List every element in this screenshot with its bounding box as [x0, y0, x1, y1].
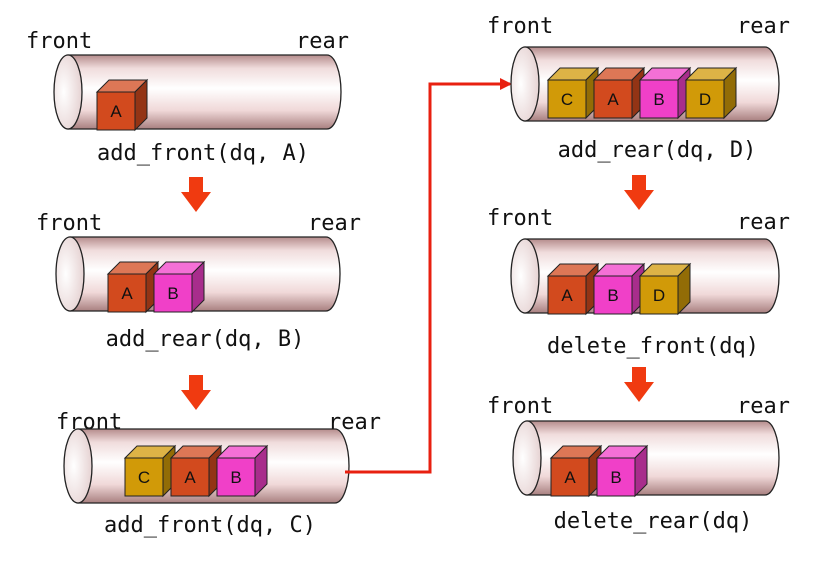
item-cube-b: B [592, 262, 646, 316]
front-label: front [36, 211, 102, 236]
step4-panel: front rear C A B D add_rear(dq, D) [487, 14, 790, 163]
down-arrow [181, 375, 211, 410]
operation-label: delete_rear(dq) [554, 509, 753, 534]
rear-label: rear [737, 394, 790, 419]
step1-panel: front rear A add_front(dq, A) [26, 29, 349, 166]
item-cube-b: B [215, 444, 269, 498]
flow-connector-arrow [345, 78, 512, 474]
item-letter: B [167, 284, 178, 303]
front-label: front [487, 14, 553, 39]
down-arrow [624, 175, 654, 210]
operation-label: delete_front(dq) [547, 334, 759, 359]
item-cube-b: B [152, 260, 206, 314]
item-letter: A [564, 468, 576, 487]
rear-label: rear [296, 29, 349, 54]
front-label: front [26, 29, 92, 54]
front-label: front [487, 206, 553, 231]
rear-label: rear [737, 14, 790, 39]
item-letter: C [561, 90, 573, 109]
item-letter: D [653, 286, 665, 305]
item-letter: A [561, 286, 573, 305]
item-letter: A [184, 468, 196, 487]
item-cube-a: A [546, 262, 600, 316]
item-letter: A [121, 284, 133, 303]
item-cube-d: D [684, 66, 738, 120]
item-cube-a: A [106, 260, 160, 314]
rear-label: rear [737, 210, 790, 235]
item-letter: B [230, 468, 241, 487]
item-letter: C [138, 468, 150, 487]
down-arrow [624, 367, 654, 402]
operation-label: add_front(dq, A) [97, 141, 309, 166]
operation-label: add_rear(dq, D) [558, 138, 757, 163]
rear-label: rear [308, 211, 361, 236]
front-label: front [487, 394, 553, 419]
item-cube-a: A [549, 444, 603, 498]
item-cube-a: A [95, 78, 149, 132]
item-cube-d: D [638, 262, 692, 316]
operation-label: add_rear(dq, B) [106, 327, 305, 352]
item-cube-c: C [546, 66, 600, 120]
item-letter: B [653, 90, 664, 109]
item-letter: D [699, 90, 711, 109]
item-cube-a: A [169, 444, 223, 498]
item-cube-a: A [592, 66, 646, 120]
step5-panel: front rear A B D delete_front(dq) [487, 206, 790, 359]
item-cube-b: B [595, 444, 649, 498]
item-letter: B [610, 468, 621, 487]
item-cube-c: C [123, 444, 177, 498]
operation-label: add_front(dq, C) [104, 513, 316, 538]
queue-items: A [95, 78, 149, 132]
item-letter: A [607, 90, 619, 109]
item-letter: A [110, 102, 122, 121]
down-arrow [181, 177, 211, 212]
item-cube-b: B [638, 66, 692, 120]
item-letter: B [607, 286, 618, 305]
